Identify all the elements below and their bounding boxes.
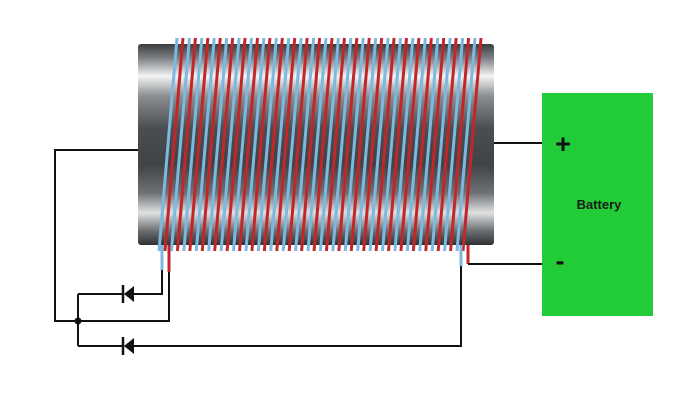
coil-turn-blue <box>455 37 477 252</box>
coil-turn-red <box>163 37 185 252</box>
coil-turn-red <box>287 37 309 252</box>
battery <box>542 93 653 316</box>
diode-lower <box>121 337 134 355</box>
coil-turn-blue <box>194 37 216 252</box>
coil-turn-blue <box>430 37 452 252</box>
coil-turn-blue <box>393 37 415 252</box>
coil-turn-blue <box>294 37 316 252</box>
coil-turn-red <box>449 37 471 252</box>
coil-turn-blue <box>318 37 340 252</box>
coil-lead-ends <box>160 245 470 272</box>
coil-turn-blue <box>182 37 204 252</box>
coil-turn-red <box>399 37 421 252</box>
wire-diode2-right <box>133 266 462 347</box>
coil-turn-red <box>424 37 446 252</box>
diode-upper <box>121 285 134 303</box>
coil-turn-blue <box>331 37 353 252</box>
coil-turn-red <box>374 37 396 252</box>
coil-turn-blue <box>405 37 427 252</box>
coil-turn-red <box>238 37 259 252</box>
coil-turn-blue <box>219 37 241 252</box>
battery-label: Battery <box>577 197 623 212</box>
coil-turn-red <box>250 37 272 252</box>
coil-turn-red <box>461 37 483 252</box>
coil-turn-red <box>213 37 235 252</box>
coil-turn-blue <box>443 37 465 252</box>
coil-turn-red <box>337 37 359 252</box>
coil-turn-blue <box>269 37 291 252</box>
coil-turn-red <box>387 37 408 252</box>
coil-turn-red <box>275 37 297 252</box>
coil-turn-blue <box>157 37 179 252</box>
coil-turn-red <box>175 37 197 252</box>
coil-turn-red <box>188 37 210 252</box>
coil-turn-blue <box>418 37 440 252</box>
coil-turn-red <box>225 37 247 252</box>
coil-turn-blue <box>256 37 278 252</box>
coil-turn-blue <box>381 37 402 252</box>
coil-turn-red <box>362 37 384 252</box>
coil-turn-red <box>324 37 346 252</box>
coil-turn-blue <box>207 37 229 252</box>
coil-turn-blue <box>343 37 365 252</box>
battery-minus-sign: - <box>556 246 565 276</box>
coil-windings <box>157 37 483 252</box>
circuit-wires <box>54 142 542 347</box>
coil-turn-red <box>411 37 433 252</box>
coil-turn-red <box>436 37 458 252</box>
coil-turn-red <box>200 37 222 252</box>
coil-turn-red <box>262 37 284 252</box>
coil-turn-red <box>349 37 371 252</box>
coil-turn-blue <box>232 37 253 252</box>
coil-turn-blue <box>169 37 191 252</box>
wire-mid-return <box>78 272 170 322</box>
battery-plus-sign: + <box>555 129 571 159</box>
coil-turn-blue <box>281 37 303 252</box>
coil-turn-blue <box>244 37 266 252</box>
coil-turn-blue <box>368 37 390 252</box>
coil-turn-red <box>300 37 322 252</box>
coil-turn-blue <box>306 37 328 252</box>
wire-junction-dot <box>74 317 82 325</box>
wire-left-loop <box>54 149 138 322</box>
wire-diode1-right <box>133 270 163 295</box>
coil-turn-blue <box>356 37 378 252</box>
coil-turn-red <box>312 37 334 252</box>
